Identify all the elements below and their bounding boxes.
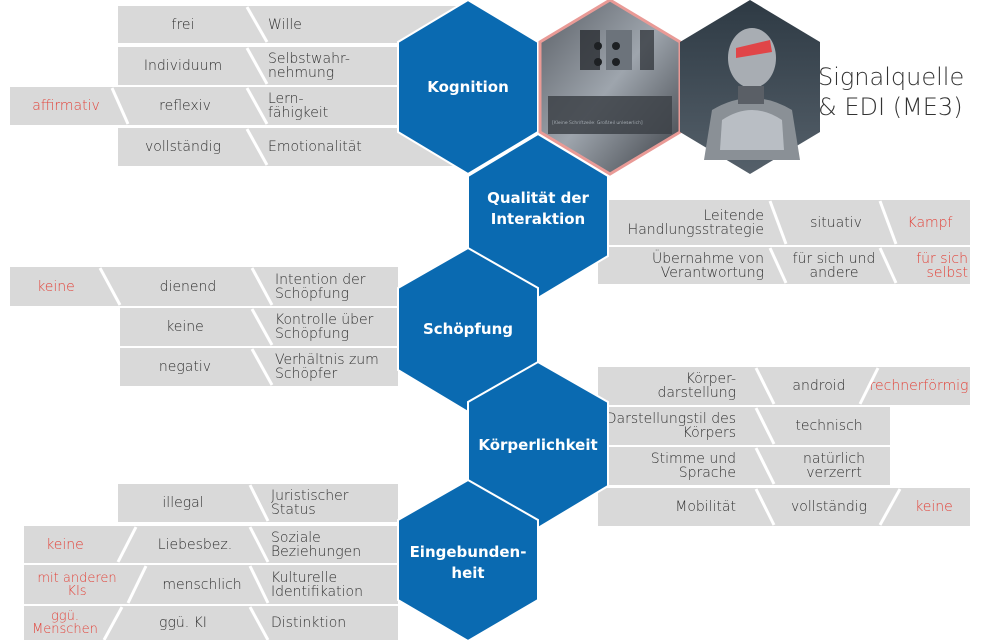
bar-eingebunden-kultur bbox=[24, 565, 398, 604]
interaktion-label-strategie: Leitende Handlungsstrategie bbox=[627, 207, 764, 238]
interaktion-alt-strategie: Kampf bbox=[907, 214, 953, 231]
kognition-value-wille: frei bbox=[171, 16, 195, 33]
eingebunden-label-beziehungen: Soziale Beziehungen bbox=[271, 529, 362, 560]
bar-koerper-mobilitaet bbox=[598, 488, 970, 526]
image-caption-text: [Kleine Schriftzeile: Großteil unleserli… bbox=[552, 120, 643, 126]
separator-slashes bbox=[98, 6, 902, 641]
hexagons bbox=[397, 0, 609, 641]
bar-koerper-darstellung bbox=[598, 367, 970, 405]
hexagon-label-koerper: Körperlichkeit bbox=[478, 435, 598, 454]
koerper-value-stimme: natürlich verzerrt bbox=[803, 451, 865, 481]
schoepfung-label-kontrolle: Kontrolle über Schöpfung bbox=[275, 312, 374, 342]
eingebunden-value-status: illegal bbox=[162, 495, 204, 511]
bar-koerper-stimme bbox=[598, 447, 890, 485]
koerper-value-stil: technisch bbox=[795, 418, 863, 434]
eingebunden-alt-beziehungen: keine bbox=[46, 536, 84, 553]
schoepfung-value-intention: dienend bbox=[159, 278, 217, 295]
kognition-alt-lern: affirmativ bbox=[32, 98, 100, 114]
bar-kognition-lern bbox=[10, 87, 468, 125]
hexagon-label-interaktion: Qualität der Interaktion bbox=[487, 189, 589, 228]
hexagon-kognition bbox=[397, 0, 539, 176]
eingebunden-alt-kultur: mit anderen KIs bbox=[37, 570, 117, 599]
hexagon-label-eingebunden: Eingebunden-heit bbox=[409, 543, 527, 582]
koerper-label-darstellung: Körper-darstellung bbox=[657, 371, 736, 401]
eingebunden-label-status: Juristischer Status bbox=[271, 488, 349, 518]
koerper-alt-mobilitaet: keine bbox=[915, 499, 953, 515]
eingebunden-value-distinktion: ggü. KI bbox=[159, 615, 207, 631]
interaktion-value-verantwortung: für sich und andere bbox=[792, 250, 876, 281]
schoepfung-alt-intention: keine bbox=[37, 278, 75, 295]
eingebunden-value-kultur: menschlich bbox=[162, 576, 242, 593]
schoepfung-label-verhaeltnis: Verhältnis zum Schöpfer bbox=[275, 352, 379, 382]
eingebunden-alt-distinktion: ggü. Menschen bbox=[32, 609, 98, 637]
bar-koerper-stil bbox=[598, 407, 890, 445]
hexagon-label-schoepfung: Schöpfung bbox=[422, 319, 514, 338]
eingebunden-label-distinktion: Distinktion bbox=[271, 615, 347, 631]
hexagon-label-kognition: Kognition bbox=[427, 77, 509, 96]
title-line-2: & EDI (ME3) bbox=[818, 93, 963, 121]
bar-eingebunden-distinktion bbox=[24, 606, 398, 640]
bar-schoepfung-kontrolle bbox=[120, 308, 398, 346]
koerper-label-stil: Darstellungstil des Körpers bbox=[605, 411, 736, 441]
image-edi bbox=[680, 0, 820, 174]
kognition-label-wille: Wille bbox=[268, 16, 302, 33]
kognition-value-selbst: Individuum bbox=[143, 58, 223, 74]
kognition-value-emotion: vollständig bbox=[144, 139, 222, 155]
eingebunden-label-kultur: Kulturelle Identifikation bbox=[271, 569, 363, 600]
kognition-value-lern: reflexiv bbox=[159, 98, 211, 114]
kognition-label-lern: Lern-fähigkeit bbox=[268, 91, 329, 121]
schoepfung-label-intention: Intention der Schöpfung bbox=[275, 271, 366, 302]
interaktion-label-verantwortung: Übernahme von Verantwortung bbox=[651, 250, 764, 281]
image-signal-screen: [Kleine Schriftzeile: Großteil unleserli… bbox=[538, 0, 682, 176]
schoepfung-value-verhaeltnis: negativ bbox=[158, 359, 212, 375]
diagram-title: Signalquelle & EDI (ME3) bbox=[818, 62, 964, 122]
hexagon-eingebunden bbox=[397, 478, 539, 641]
bar-schoepfung-intention bbox=[10, 267, 398, 306]
koerper-alt-darstellung: rechnerförmig bbox=[869, 378, 969, 394]
bar-schoepfung-verhaeltnis bbox=[120, 348, 398, 386]
interaktion-alt-verantwortung: für sich selbst bbox=[916, 250, 968, 281]
koerper-value-mobilitaet: vollständig bbox=[790, 499, 868, 515]
title-line-1: Signalquelle bbox=[818, 63, 965, 91]
kognition-label-emotion: Emotionalität bbox=[268, 139, 362, 155]
schoepfung-value-kontrolle: keine bbox=[166, 319, 204, 335]
bar-eingebunden-beziehungen bbox=[24, 526, 398, 563]
koerper-value-darstellung: android bbox=[792, 378, 846, 394]
interaktion-value-strategie: situativ bbox=[810, 214, 862, 231]
eingebunden-value-beziehungen: Liebesbez. bbox=[157, 536, 233, 553]
koerper-label-stimme: Stimme und Sprache bbox=[650, 451, 736, 481]
koerper-label-mobilitaet: Mobilität bbox=[675, 499, 736, 515]
kognition-label-selbst: Selbstwahr-nehmung bbox=[268, 51, 350, 81]
